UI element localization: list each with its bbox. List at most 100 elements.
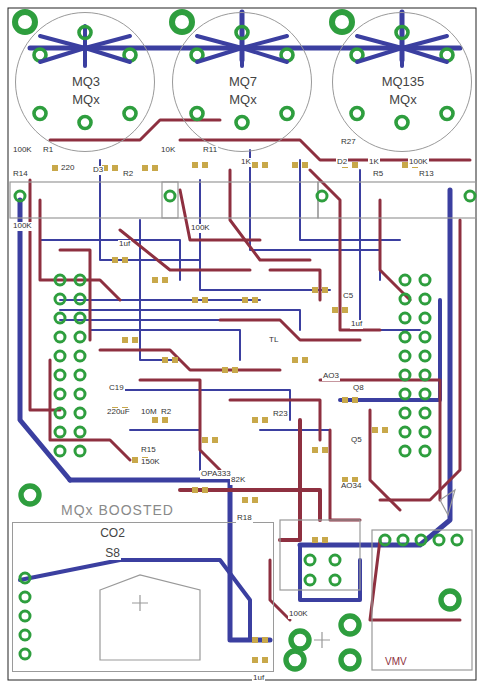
smd-pad (132, 457, 138, 463)
smd-pad (122, 337, 128, 343)
through-hole-pad (400, 332, 410, 342)
component-label: D2 (336, 158, 348, 167)
through-hole-pad (124, 108, 136, 120)
smd-pad (352, 397, 358, 403)
through-hole-pad (351, 108, 363, 120)
through-hole-pad (416, 535, 426, 545)
smd-pad (342, 307, 348, 313)
through-hole-pad (434, 535, 444, 545)
gas-sensor-footprint: MQ7MQx (172, 12, 312, 152)
component-label: 1uf (252, 674, 265, 683)
smd-pad (252, 657, 258, 663)
through-hole-pad (332, 12, 352, 32)
component-label: OPA333 (200, 470, 232, 479)
through-hole-pad (75, 427, 85, 437)
through-hole-pad (291, 631, 309, 649)
through-hole-pad (286, 651, 304, 669)
smd-pad (162, 357, 168, 363)
smd-pad (242, 297, 248, 303)
component-label: R11 (202, 146, 218, 155)
component-label: 1K (240, 158, 252, 167)
through-hole-pad (420, 446, 430, 456)
through-hole-pad (420, 313, 430, 323)
board-outline (8, 8, 476, 680)
through-hole-pad (20, 611, 30, 621)
through-hole-pad (55, 313, 65, 323)
through-hole-pad (20, 573, 30, 583)
smd-pad (162, 417, 168, 423)
component-label: 100K (12, 222, 33, 231)
smd-pad (352, 162, 358, 168)
through-hole-pad (75, 370, 85, 380)
through-hole-pad (191, 108, 203, 120)
smd-pad (52, 165, 58, 171)
smd-pad (372, 427, 378, 433)
through-hole-pad (55, 446, 65, 456)
through-hole-pad (75, 351, 85, 361)
smd-pad (252, 297, 258, 303)
component-label: R13 (418, 170, 435, 179)
through-hole-pad (236, 117, 248, 129)
smd-pad (312, 287, 318, 293)
component-label: D3 (92, 166, 104, 175)
component-label: R18 (236, 514, 253, 523)
gas-sensor-footprint: MQ135MQx (332, 12, 472, 152)
smd-pad (252, 162, 258, 168)
component-label: R23 (272, 410, 289, 419)
smd-pad (382, 427, 388, 433)
component-label: R5 (372, 170, 384, 179)
part-label: MQx (388, 93, 417, 107)
through-hole-pad (420, 275, 430, 285)
through-hole-pad (400, 389, 410, 399)
smd-pad (112, 257, 118, 263)
through-hole-pad (281, 108, 293, 120)
sensor-spoke (242, 36, 287, 48)
through-hole-pad (441, 591, 459, 609)
top-traces (30, 120, 470, 620)
component-label: AO34 (340, 482, 362, 491)
smd-pad (202, 162, 208, 168)
sensor-spoke (85, 48, 130, 62)
component-label: TL (268, 336, 279, 345)
through-hole-pad (34, 108, 46, 120)
smd-pad (152, 165, 158, 171)
component-label: Q5 (350, 436, 363, 445)
through-hole-pad (330, 555, 340, 565)
through-hole-pad (420, 370, 430, 380)
smd-pad (262, 162, 268, 168)
through-hole-pad (75, 313, 85, 323)
part-label: MQ3 (71, 75, 101, 89)
smd-pad (302, 357, 308, 363)
through-hole-pad (420, 389, 430, 399)
through-hole-pad (441, 108, 453, 120)
through-hole-pad (341, 616, 359, 634)
component-label: 150K (140, 458, 161, 467)
through-hole-pad (236, 27, 248, 39)
through-hole-pad (55, 275, 65, 285)
through-hole-pad (79, 27, 91, 39)
smd-pad (322, 447, 328, 453)
smd-pad (232, 367, 238, 373)
smd-pad (302, 162, 308, 168)
component-label: 10K (160, 146, 176, 155)
through-hole-pad (75, 275, 85, 285)
through-hole-pad (398, 535, 408, 545)
smd-pad (292, 357, 298, 363)
sensor-spoke (83, 48, 87, 66)
component-label: 100K (288, 610, 309, 619)
smd-pad (252, 497, 258, 503)
through-hole-pad (15, 12, 35, 32)
through-hole-pad (55, 389, 65, 399)
through-hole-pad (420, 351, 430, 361)
through-hole-pad (400, 370, 410, 380)
sensor-spoke (357, 48, 402, 62)
through-hole-pad (341, 651, 359, 669)
smd-pad (192, 487, 198, 493)
through-hole-pad (55, 408, 65, 418)
through-hole-pad (452, 535, 462, 545)
through-hole-pad (75, 389, 85, 399)
part-label: MQ135 (381, 75, 426, 89)
smd-pad (252, 417, 258, 423)
part-label: MQx (228, 93, 257, 107)
